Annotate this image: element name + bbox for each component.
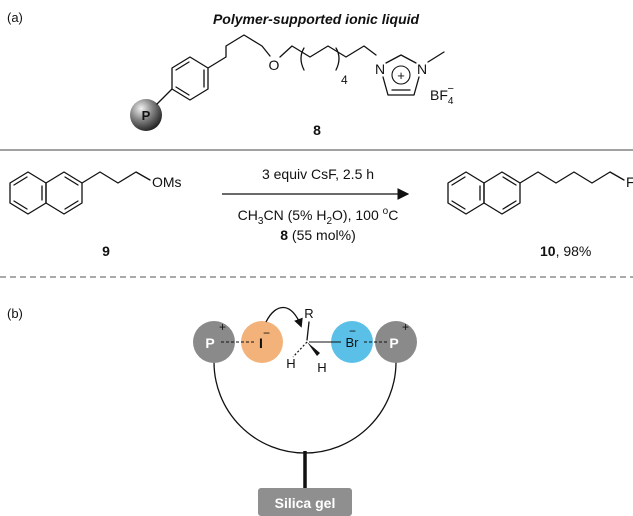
n-methyl-bond	[427, 51, 445, 63]
support-arc	[213, 361, 397, 454]
iodide-ion	[241, 321, 283, 363]
oxygen-atom: O	[269, 57, 280, 73]
hydrogen-2: H	[317, 360, 326, 375]
left-phosphonium-charge: +	[219, 320, 226, 334]
iodide-charge: −	[263, 326, 270, 340]
silica-gel-label: Silica gel	[275, 495, 336, 511]
benzene-ring	[171, 56, 209, 101]
polymer-supported-ionic-liquid-structure: P O 4 N N + BF4−	[130, 34, 454, 131]
bead-ring-bond	[156, 88, 173, 105]
compound-9-number: 9	[102, 243, 110, 259]
hydrogen-1: H	[286, 356, 295, 371]
positive-charge: +	[397, 68, 405, 83]
panel-a-title: Polymer-supported ionic liquid	[213, 11, 420, 27]
counterion: BF4−	[430, 83, 454, 107]
bromide-ion	[331, 321, 373, 363]
conditions-line-2: CH3CN (5% H2O), 100 oC	[238, 206, 399, 227]
hashed-bond	[292, 341, 308, 358]
right-phosphonium	[375, 321, 417, 363]
conditions-line-1: 3 equiv CsF, 2.5 h	[262, 166, 374, 182]
wedge-bond	[307, 342, 320, 356]
bromide-charge: −	[349, 324, 356, 338]
panel-a-label: (a)	[7, 10, 23, 25]
leaving-group-oms: OMs	[152, 174, 182, 190]
left-phosphonium-label: P	[205, 335, 214, 351]
left-phosphonium	[193, 321, 235, 363]
bromide-label: Br	[346, 335, 360, 350]
chain-repeat-count: 4	[341, 73, 348, 87]
conditions-line-3: 8 (55 mol%)	[280, 227, 355, 243]
silica-gel-box	[258, 488, 352, 516]
imidazolium-n1: N	[375, 61, 385, 77]
right-phosphonium-label: P	[389, 335, 398, 351]
nucleophilic-attack-arrow	[265, 306, 303, 328]
product-10	[447, 171, 625, 215]
product-fluorine: F	[626, 174, 633, 190]
starting-material-9	[9, 171, 151, 215]
polymer-bead	[130, 99, 162, 131]
r-group: R	[304, 306, 313, 321]
polymer-bead-label: P	[142, 108, 151, 123]
imidazolium-n3: N	[417, 61, 427, 77]
positive-charge-circle	[391, 65, 411, 85]
iodide-label: I	[259, 335, 263, 351]
panel-b-label: (b)	[7, 306, 23, 321]
right-phosphonium-charge: +	[402, 320, 409, 334]
benzyl-ether-chain	[207, 34, 271, 69]
alkyl-chain	[279, 45, 377, 58]
compound-8-number: 8	[313, 122, 321, 138]
product-label: 10, 98%	[540, 243, 591, 259]
